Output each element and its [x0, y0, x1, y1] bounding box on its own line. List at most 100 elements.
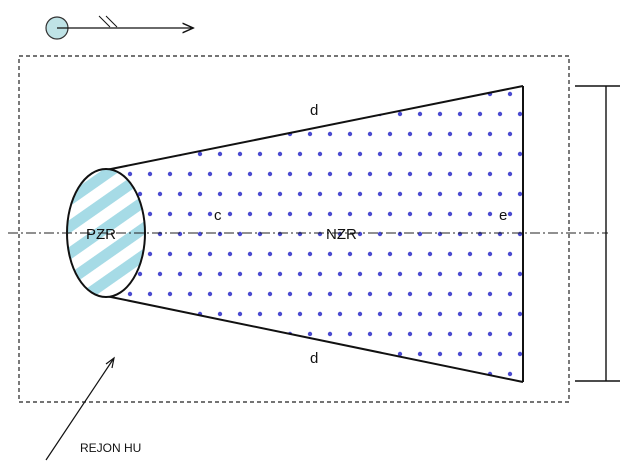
nzr-dot	[227, 91, 233, 97]
nzr-dot	[227, 131, 233, 137]
nzr-dot	[427, 131, 433, 137]
nzr-dot	[477, 151, 483, 157]
nzr-dot	[317, 231, 323, 237]
nzr-dot	[377, 191, 383, 197]
nzr-dot	[497, 311, 503, 317]
nzr-dot	[347, 91, 353, 97]
nzr-dot	[517, 151, 523, 157]
nzr-dot	[127, 171, 133, 177]
nzr-dot	[197, 351, 203, 357]
nzr-dot	[517, 351, 523, 357]
nzr-dot	[207, 291, 213, 297]
nzr-dot	[377, 271, 383, 277]
nzr-dot	[447, 131, 453, 137]
nzr-dot	[447, 331, 453, 337]
nzr-dot	[327, 211, 333, 217]
nzr-dot	[447, 171, 453, 177]
nzr-dot	[227, 211, 233, 217]
nzr-dot	[417, 311, 423, 317]
nzr-dot	[507, 131, 513, 137]
nzr-dot	[267, 251, 273, 257]
nzr-dot	[347, 131, 353, 137]
nzr-dot	[187, 331, 193, 337]
nzr-dot	[487, 211, 493, 217]
nzr-dot	[497, 111, 503, 117]
nzr-dot	[127, 91, 133, 97]
nzr-dot	[467, 371, 473, 377]
nzr-dot	[267, 371, 273, 377]
nzr-dot	[447, 251, 453, 257]
nzr-dot	[197, 151, 203, 157]
nzr-dot	[407, 331, 413, 337]
nzr-dot	[127, 291, 133, 297]
nzr-dot	[397, 151, 403, 157]
nzr-dot	[187, 211, 193, 217]
nzr-dot	[467, 211, 473, 217]
nzr-dot	[457, 271, 463, 277]
nzr-dot	[327, 131, 333, 137]
nzr-dot	[177, 271, 183, 277]
nzr-dot	[247, 291, 253, 297]
nzr-dot	[227, 171, 233, 177]
nzr-dot	[217, 151, 223, 157]
nzr-dot	[417, 151, 423, 157]
nzr-dot	[327, 291, 333, 297]
nzr-dot	[397, 271, 403, 277]
nzr-dot	[247, 251, 253, 257]
nzr-dot	[407, 91, 413, 97]
nzr-dot	[247, 331, 253, 337]
nzr-dot	[347, 371, 353, 377]
nzr-dot	[137, 311, 143, 317]
nzr-dot	[227, 331, 233, 337]
nzr-dot	[457, 151, 463, 157]
nzr-dot	[127, 131, 133, 137]
nzr-dot	[337, 191, 343, 197]
nzr-dot	[447, 371, 453, 377]
nzr-dot	[187, 291, 193, 297]
nzr-dot	[237, 151, 243, 157]
nzr-dot	[457, 111, 463, 117]
nzr-dot	[477, 351, 483, 357]
nzr-dot	[337, 271, 343, 277]
nzr-dot	[207, 211, 213, 217]
nzr-dot	[207, 91, 213, 97]
nzr-dot	[437, 111, 443, 117]
nzr-dot	[297, 231, 303, 237]
nzr-dot	[197, 231, 203, 237]
nzr-dot	[387, 251, 393, 257]
nzr-dot	[347, 331, 353, 337]
region-boundary	[18, 55, 570, 403]
nzr-dot	[477, 271, 483, 277]
nzr-dot	[447, 291, 453, 297]
nzr-dot	[427, 331, 433, 337]
nzr-dot	[137, 151, 143, 157]
nzr-dot	[437, 271, 443, 277]
nzr-dot	[277, 271, 283, 277]
nzr-dot	[517, 311, 523, 317]
nzr-dot	[507, 331, 513, 337]
nzr-dot	[507, 291, 513, 297]
nzr-dot	[337, 351, 343, 357]
nzr-dot	[377, 311, 383, 317]
nzr-dot	[367, 251, 373, 257]
nzr-dot	[147, 211, 153, 217]
nzr-dot	[357, 231, 363, 237]
nzr-dot	[167, 131, 173, 137]
nzr-dot	[457, 231, 463, 237]
nzr-dot	[297, 311, 303, 317]
nzr-dot	[497, 191, 503, 197]
nzr-dot	[427, 211, 433, 217]
nzr-label: NZR	[326, 226, 357, 243]
nzr-dot	[287, 171, 293, 177]
nzr-dot	[267, 91, 273, 97]
nzr-dot	[367, 331, 373, 337]
nzr-dot	[417, 111, 423, 117]
nzr-dot	[127, 331, 133, 337]
nzr-dot	[347, 171, 353, 177]
nzr-dot	[247, 371, 253, 377]
nzr-dot	[307, 131, 313, 137]
nzr-dot	[437, 151, 443, 157]
nzr-dot	[417, 191, 423, 197]
nzr-dot	[377, 231, 383, 237]
nzr-dot	[357, 271, 363, 277]
